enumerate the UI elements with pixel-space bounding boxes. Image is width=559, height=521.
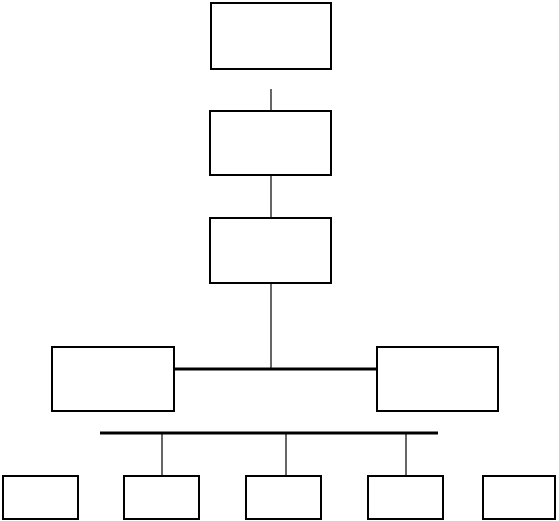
bottom-box-1 (2, 475, 79, 520)
bottom-box-3 (245, 475, 322, 520)
bottom-box-2 (123, 475, 200, 520)
top-box (210, 2, 332, 70)
third-box (209, 217, 332, 284)
mid-left-box (51, 346, 175, 412)
second-box (209, 110, 332, 176)
bottom-box-4 (367, 475, 444, 520)
bottom-box-5 (482, 475, 556, 520)
mid-right-box (376, 346, 499, 412)
